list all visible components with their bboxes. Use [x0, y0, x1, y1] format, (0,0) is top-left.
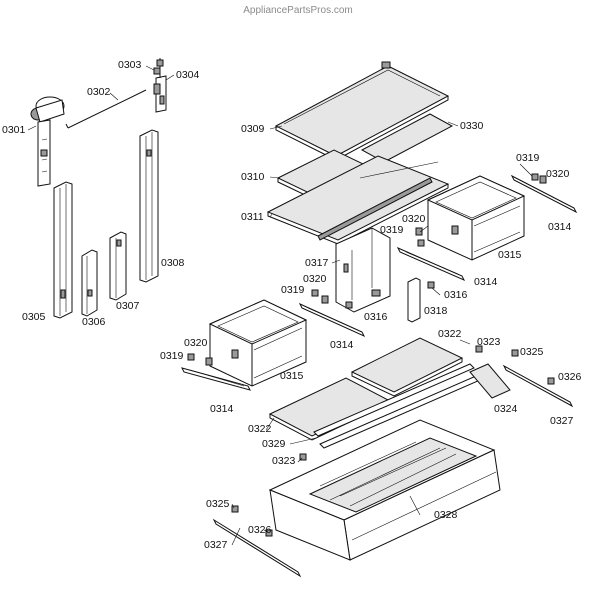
label-0314-c: 0314 — [330, 339, 354, 351]
label-0302: 0302 — [87, 86, 111, 98]
part-0302-rod — [65, 89, 147, 129]
label-0316-a: 0316 — [444, 289, 468, 301]
label-0307: 0307 — [116, 300, 140, 312]
part-0301-lamp-holder — [30, 96, 65, 187]
clip-parts — [187, 173, 547, 366]
label-0326-b: 0326 — [248, 524, 272, 536]
part-0314-slide-rail-b — [396, 246, 466, 282]
label-0319-b: 0319 — [380, 224, 404, 236]
part-0304-bracket — [153, 58, 167, 113]
label-0303: 0303 — [118, 59, 142, 71]
part-0327-rail-right — [502, 364, 574, 408]
label-0328: 0328 — [434, 509, 458, 521]
label-0320-c: 0320 — [303, 273, 327, 285]
label-0309: 0309 — [241, 123, 265, 135]
part-0328-drawer — [268, 419, 501, 561]
label-0327-b: 0327 — [204, 539, 228, 551]
label-0304: 0304 — [176, 69, 200, 81]
part-0327-rail-left — [212, 518, 302, 578]
label-0320-a: 0320 — [546, 168, 570, 180]
label-0330: 0330 — [460, 120, 484, 132]
label-0315-a: 0315 — [498, 249, 522, 261]
label-0324: 0324 — [494, 403, 518, 415]
label-0320-d: 0320 — [184, 337, 208, 349]
part-0323-clips — [299, 345, 483, 461]
label-0322-b: 0322 — [248, 423, 272, 435]
label-0327-a: 0327 — [550, 415, 574, 427]
part-0324-plate — [469, 363, 511, 399]
label-0310: 0310 — [241, 171, 265, 183]
watermark: AppliancePartsPros.com — [243, 5, 353, 16]
label-0311: 0311 — [241, 211, 264, 223]
label-0314-d: 0314 — [210, 403, 234, 415]
label-0301: 0301 — [2, 124, 26, 136]
label-0319-d: 0319 — [160, 350, 184, 362]
label-0305: 0305 — [22, 311, 46, 323]
label-0314-b: 0314 — [474, 276, 498, 288]
part-0314-slide-rail-c — [298, 302, 366, 338]
label-0320-b: 0320 — [402, 213, 426, 225]
part-0314-slide-rail-a — [510, 174, 578, 214]
part-0309-glass-shelf — [274, 61, 450, 161]
part-0322-cover-right — [350, 337, 464, 397]
label-0329: 0329 — [262, 438, 286, 450]
label-0319-c: 0319 — [281, 284, 305, 296]
label-0316-b: 0316 — [364, 311, 388, 323]
label-0315-b: 0315 — [280, 370, 304, 382]
part-0317-divider — [335, 227, 391, 313]
label-0325-b: 0325 — [206, 498, 230, 510]
part-0308-rail — [139, 129, 159, 283]
part-0315-bin-lower — [208, 299, 308, 387]
label-0308: 0308 — [161, 257, 185, 269]
leader-lines — [27, 65, 533, 546]
part-0305-rail — [53, 181, 73, 319]
part-0325-0326-clips — [231, 349, 555, 537]
part-0307-rail — [109, 231, 127, 301]
label-0323-a: 0323 — [477, 336, 501, 348]
label-0322-a: 0322 — [438, 328, 462, 340]
label-0318: 0318 — [424, 305, 448, 317]
label-0323-b: 0323 — [272, 455, 296, 467]
callout-labels: 0301 0302 0303 0304 0305 0306 0307 0308 … — [2, 59, 582, 551]
label-0314-a: 0314 — [548, 221, 572, 233]
part-0306-rail — [81, 249, 98, 317]
part-0314-slide-rail-d — [181, 367, 251, 391]
label-0325-a: 0325 — [520, 346, 544, 358]
part-0303-pin — [153, 67, 161, 75]
part-0315-bin-upper — [426, 175, 526, 261]
label-0319-a: 0319 — [516, 152, 540, 164]
label-0326-a: 0326 — [558, 371, 582, 383]
part-0318-post — [407, 277, 421, 323]
label-0317: 0317 — [305, 257, 329, 269]
label-0306: 0306 — [82, 316, 106, 328]
part-0329-frame-rail — [313, 363, 481, 449]
